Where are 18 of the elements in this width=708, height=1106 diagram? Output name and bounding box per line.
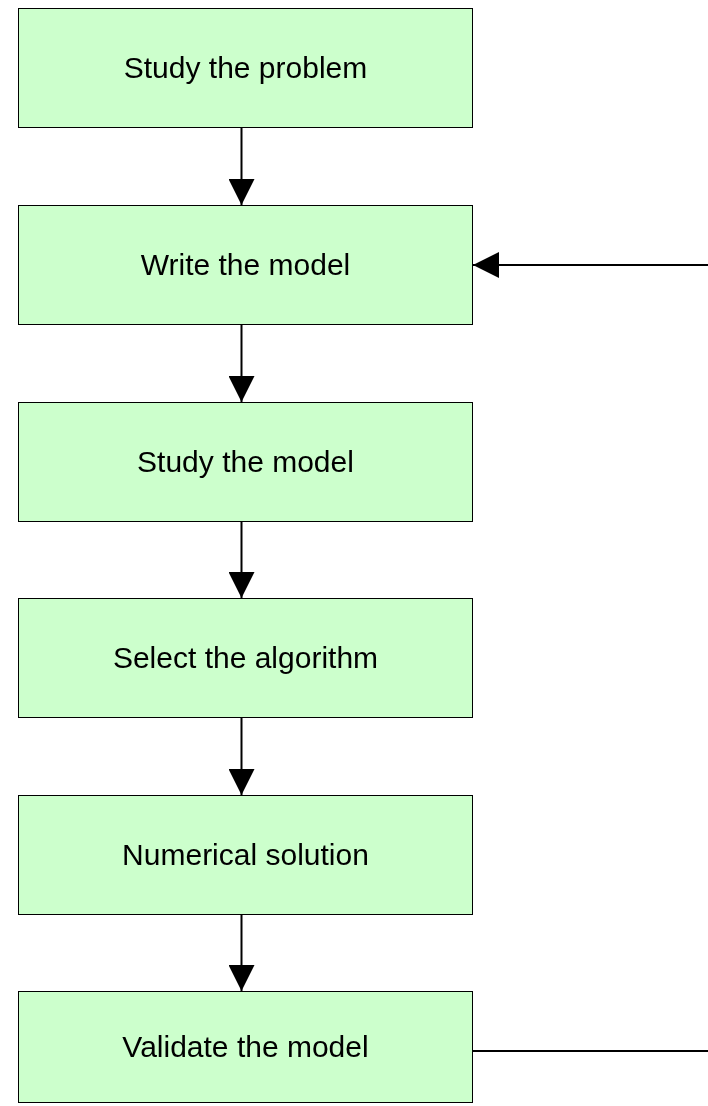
process-box: [18, 598, 473, 718]
process-box: [18, 991, 473, 1103]
step-label: Select the algorithm: [112, 641, 379, 675]
process-box: [18, 795, 473, 915]
process-box: [18, 205, 473, 325]
step-label: Study the problem: [123, 51, 368, 85]
arrow: [228, 914, 255, 992]
step-label: Study the model: [137, 445, 354, 479]
arrow: [228, 324, 255, 403]
arrow: [228, 717, 255, 796]
process-box: [18, 8, 473, 128]
arrow: [472, 252, 708, 278]
process-box: [18, 402, 473, 522]
step-label: Write the model: [140, 248, 351, 282]
step-label: Numerical solution: [122, 838, 369, 872]
step-label: Validate the model: [122, 1030, 369, 1064]
arrow: [228, 521, 255, 599]
arrow: [228, 127, 255, 206]
